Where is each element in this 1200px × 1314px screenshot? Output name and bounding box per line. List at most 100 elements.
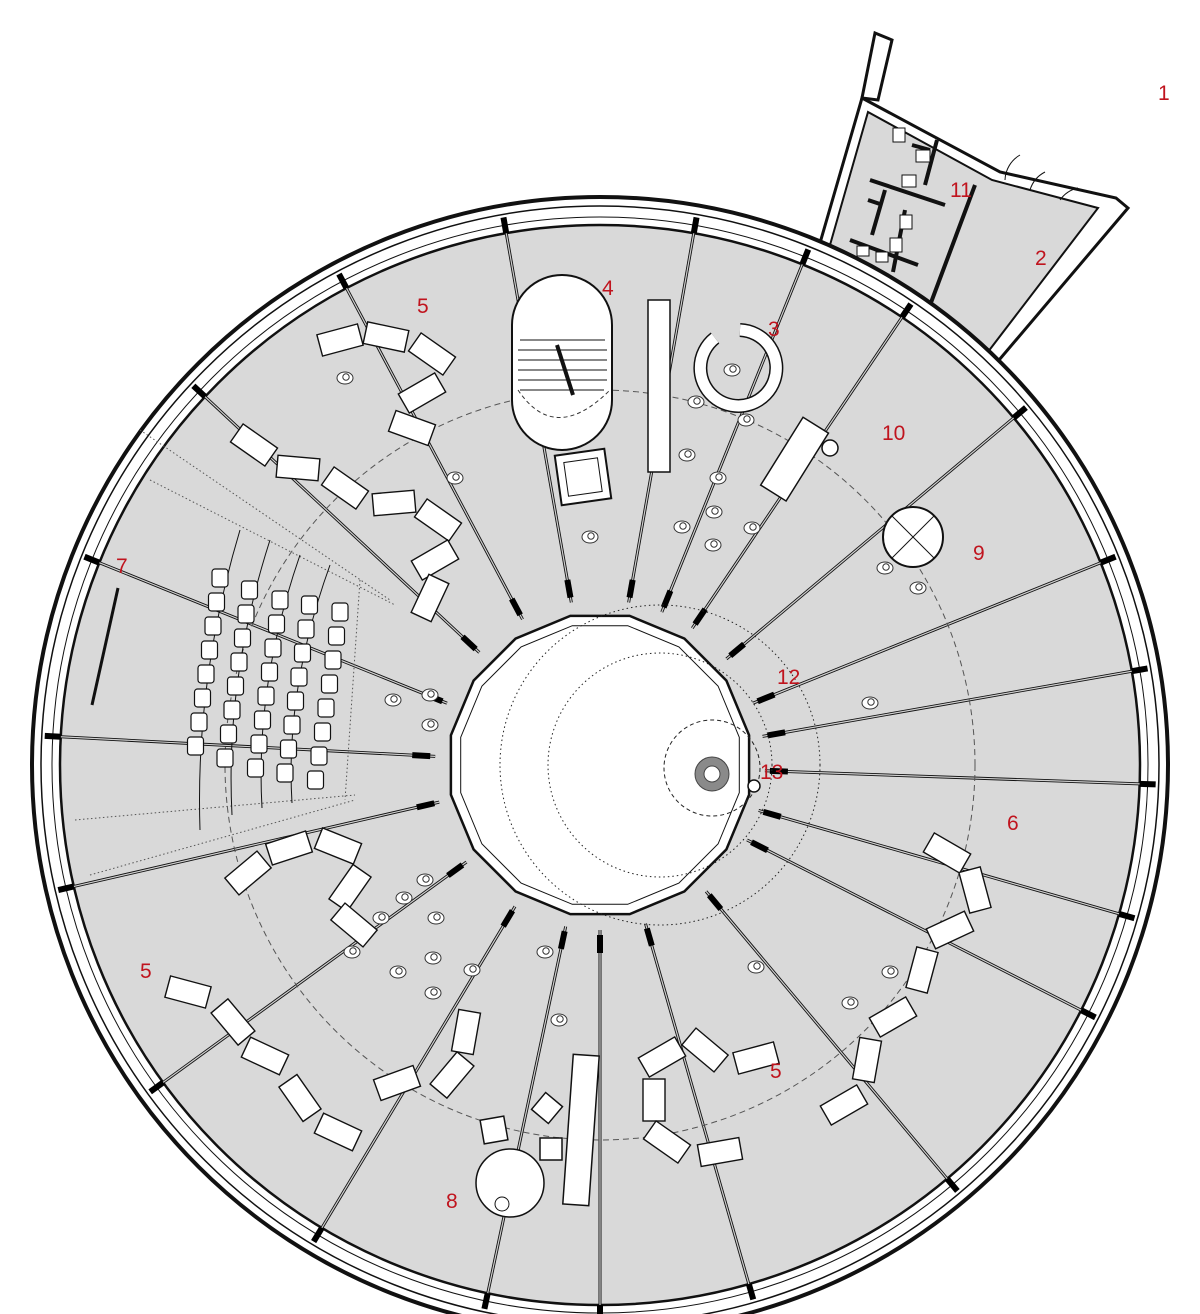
chair-icon [313, 722, 332, 742]
chair-icon [253, 710, 272, 730]
chair-icon [233, 628, 252, 648]
bench [680, 1027, 730, 1073]
bench [164, 975, 212, 1009]
bench [925, 910, 975, 950]
chair-icon [317, 698, 335, 718]
wall-joint [728, 641, 746, 659]
bench [397, 372, 447, 414]
chair-icon [186, 736, 205, 756]
chair-icon [300, 595, 319, 615]
label-11: 11 [950, 179, 972, 202]
person-icon [687, 395, 705, 409]
bench [958, 866, 992, 914]
label-1: 1 [1158, 82, 1170, 105]
bench [450, 1008, 482, 1056]
wall-joint [416, 800, 436, 811]
facade-mullion [83, 553, 101, 566]
chair-icon [279, 739, 298, 759]
bench [275, 454, 321, 482]
wall-joint [509, 597, 523, 617]
bench [410, 539, 460, 581]
label-3: 3 [768, 318, 780, 341]
chair-icon [237, 604, 255, 624]
facade-mullion [1011, 405, 1028, 421]
person-icon [389, 965, 407, 979]
chair-icon [193, 688, 212, 708]
person-icon [723, 363, 741, 377]
facade-mullion [799, 248, 812, 266]
bench [413, 497, 463, 543]
chair-icon [331, 602, 349, 622]
person-icon [424, 986, 442, 1000]
chair-icon [293, 643, 312, 663]
central-court [449, 604, 821, 926]
bench [264, 830, 314, 866]
wall-joint [750, 839, 769, 854]
chair-icon [246, 758, 265, 778]
chair-icon [276, 763, 294, 783]
facade-mullion [1118, 910, 1136, 922]
chair-icon [286, 691, 305, 711]
person-icon [747, 960, 765, 974]
auditorium [74, 429, 396, 876]
facade-mullion [311, 1226, 325, 1244]
person-icon [336, 371, 354, 385]
bench [410, 573, 450, 623]
bench [371, 489, 417, 517]
wall-joint [564, 579, 574, 599]
bench [327, 863, 373, 913]
round-exhibit [882, 506, 944, 568]
wall-joint [762, 808, 782, 820]
chair-icon [327, 626, 346, 646]
chair-icon [267, 614, 286, 634]
person-icon [384, 693, 402, 707]
person-icon [861, 696, 879, 710]
chair-icon [257, 686, 275, 706]
person-icon [463, 963, 481, 977]
wall-joint [706, 893, 724, 911]
bench [229, 422, 279, 468]
bench [210, 997, 256, 1047]
person-icon [673, 520, 691, 534]
label-10: 10 [882, 422, 905, 445]
chair-icon [271, 590, 289, 610]
facade-mullion [944, 1176, 960, 1193]
wall-joint [766, 729, 786, 739]
label-5-north: 5 [417, 295, 429, 318]
chair-icon [264, 638, 282, 658]
person-icon [909, 581, 927, 595]
person-icon [550, 1013, 568, 1027]
wall-joint [460, 634, 478, 652]
person-icon [416, 873, 434, 887]
toilet-icon [915, 149, 931, 163]
chair-icon [223, 700, 241, 720]
bench [277, 1073, 323, 1123]
facade-mullion [148, 1079, 165, 1095]
bench [429, 1050, 475, 1100]
display-case [647, 299, 671, 473]
wall-joint [557, 930, 568, 950]
bench [372, 1064, 422, 1102]
wall-joint [626, 579, 636, 599]
bench [313, 1112, 363, 1152]
facade-mullion [191, 383, 208, 399]
label-4: 4 [602, 277, 614, 300]
wall-joint [412, 752, 431, 760]
label-5-south: 5 [770, 1060, 782, 1083]
person-icon [704, 538, 722, 552]
wall-joint [660, 589, 674, 609]
wall-joint [769, 767, 788, 775]
bench [637, 1036, 687, 1078]
person-icon [743, 521, 761, 535]
wall-joint [756, 691, 776, 705]
chair-icon [204, 616, 222, 636]
stair-icon [511, 274, 613, 507]
visitors [336, 363, 927, 1027]
chair-icon [190, 712, 208, 732]
label-9: 9 [973, 542, 985, 565]
wall-joint [692, 607, 708, 626]
bench [819, 1084, 869, 1126]
toilet-icon [901, 174, 917, 188]
person-icon [343, 945, 361, 959]
facade-mullion [44, 732, 61, 740]
